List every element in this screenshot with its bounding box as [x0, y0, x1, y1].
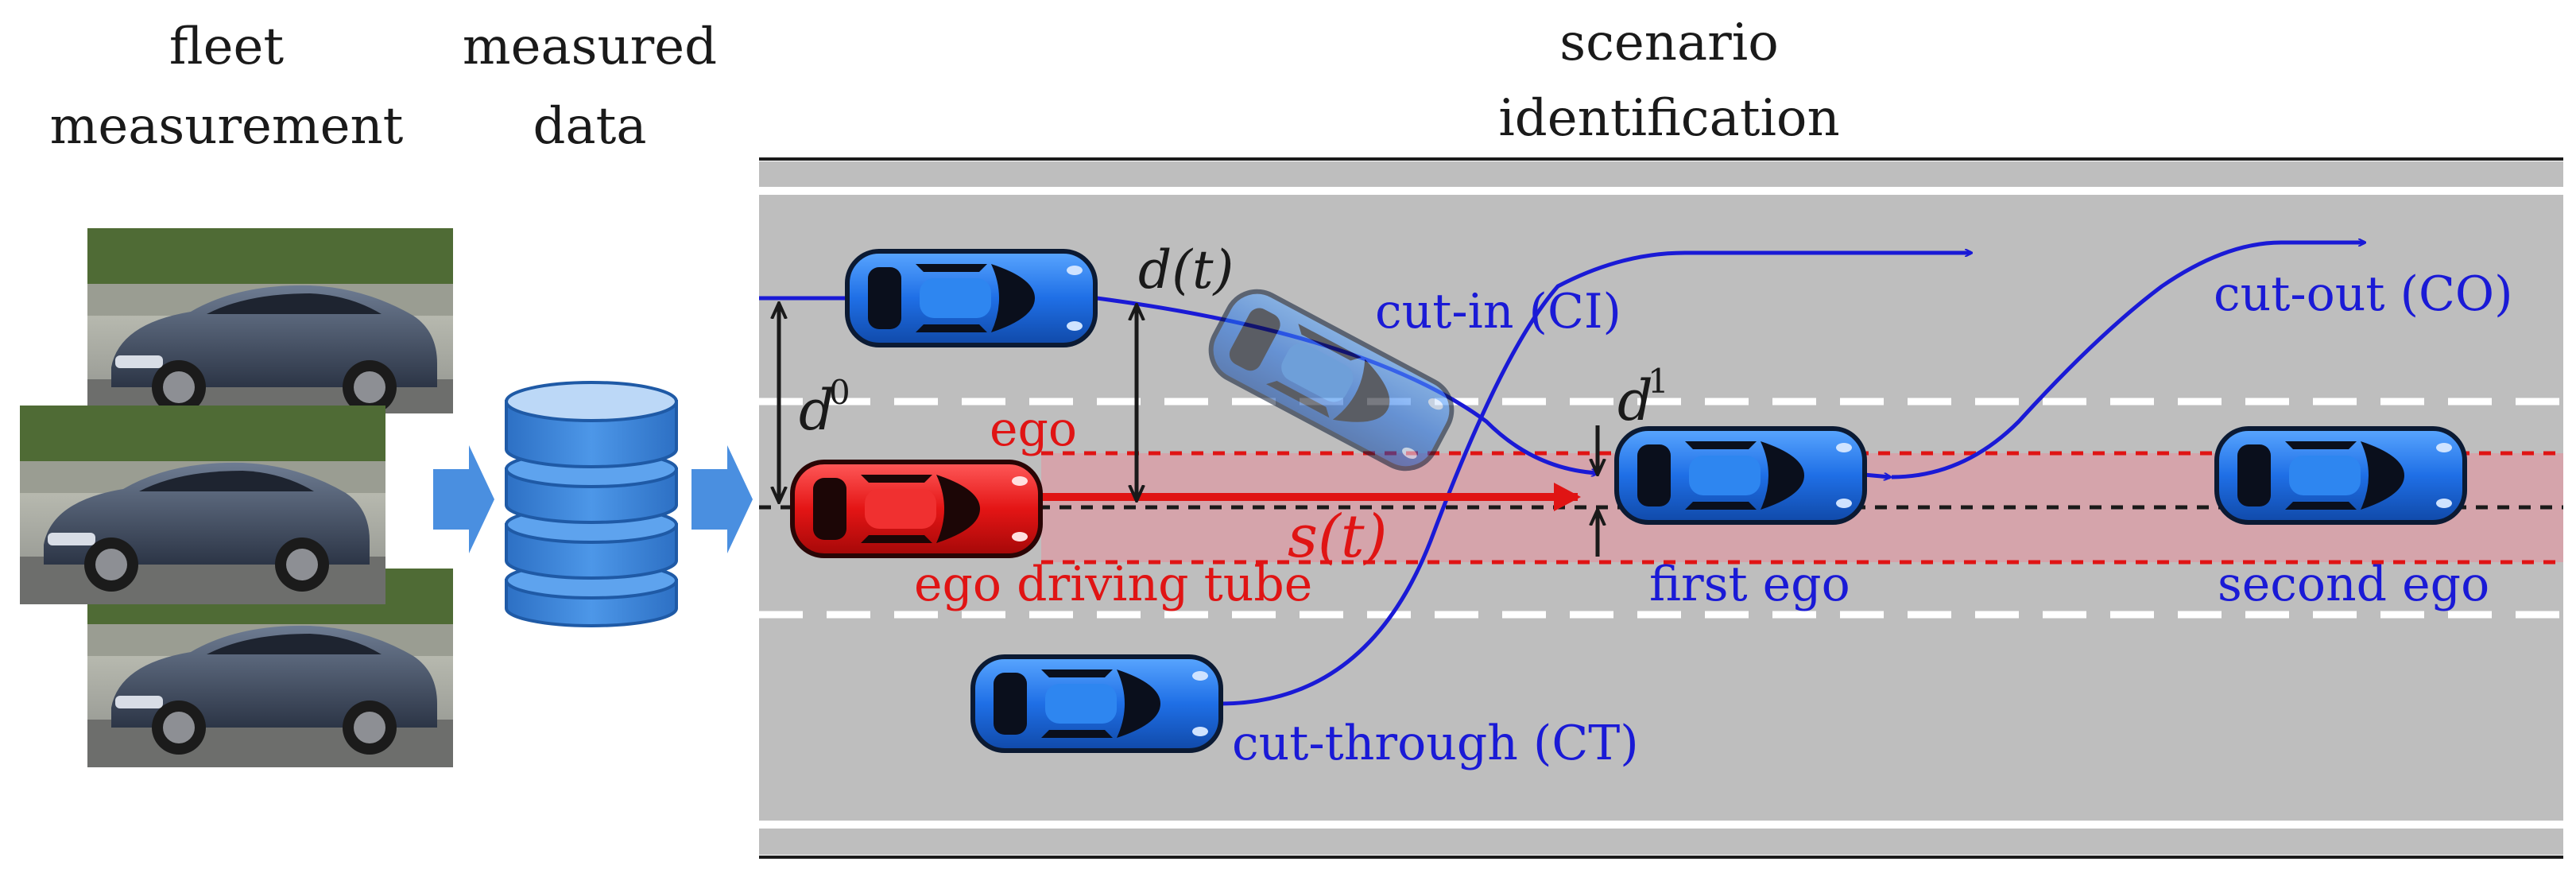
label-ego-driving-tube: ego driving tube: [914, 557, 1312, 612]
header-scenario-line2: identification: [1498, 89, 1839, 148]
label-s-t: s(t): [1288, 503, 1387, 571]
header-measured-line2: data: [533, 97, 647, 156]
label-d-t: d(t): [1138, 239, 1234, 301]
label-second-ego: second ego: [2218, 557, 2489, 612]
header-measured-line1: measured: [463, 17, 717, 76]
fleet-photo-stack: [20, 228, 453, 767]
cut-through-car: [973, 657, 1221, 751]
label-cut-out: cut-out (CO): [2214, 266, 2513, 322]
ego-car: [792, 462, 1040, 556]
first-ego-arrow: [1863, 475, 1890, 477]
second-ego-car: [2217, 429, 2465, 522]
header-fleet-line1: fleet: [169, 17, 284, 76]
cut-out-trajectory: [1891, 243, 2365, 479]
label-ego: ego: [990, 402, 1077, 457]
header-scenario-identification: scenario identification: [1498, 14, 1839, 148]
header-fleet-measurement: fleet measurement: [50, 17, 404, 156]
label-d0-sup: 0: [829, 373, 850, 412]
label-d0: d 0: [799, 373, 850, 443]
flow-arrow-icon: [691, 445, 753, 553]
first-ego-car: [1617, 429, 1865, 522]
car-photo-icon: [87, 228, 453, 427]
label-first-ego: first ego: [1649, 557, 1850, 612]
header-scenario-line1: scenario: [1559, 14, 1779, 72]
label-d0-base: d: [799, 378, 835, 443]
header-fleet-line2: measurement: [50, 97, 404, 156]
cut-through-trajectory: [1219, 253, 1971, 706]
label-d1-sup: 1: [1648, 362, 1669, 401]
label-d1-base: d: [1617, 368, 1653, 433]
header-measured-data: measured data: [463, 17, 717, 156]
label-cut-in: cut-in (CI): [1375, 284, 1621, 340]
car-photo-icon: [20, 406, 385, 604]
label-cut-through: cut-through (CT): [1232, 716, 1639, 771]
database-icon: [505, 381, 678, 627]
label-d1: d 1: [1617, 362, 1669, 433]
cut-in-car-initial: [847, 251, 1095, 345]
flow-arrow-icon: [433, 445, 494, 553]
